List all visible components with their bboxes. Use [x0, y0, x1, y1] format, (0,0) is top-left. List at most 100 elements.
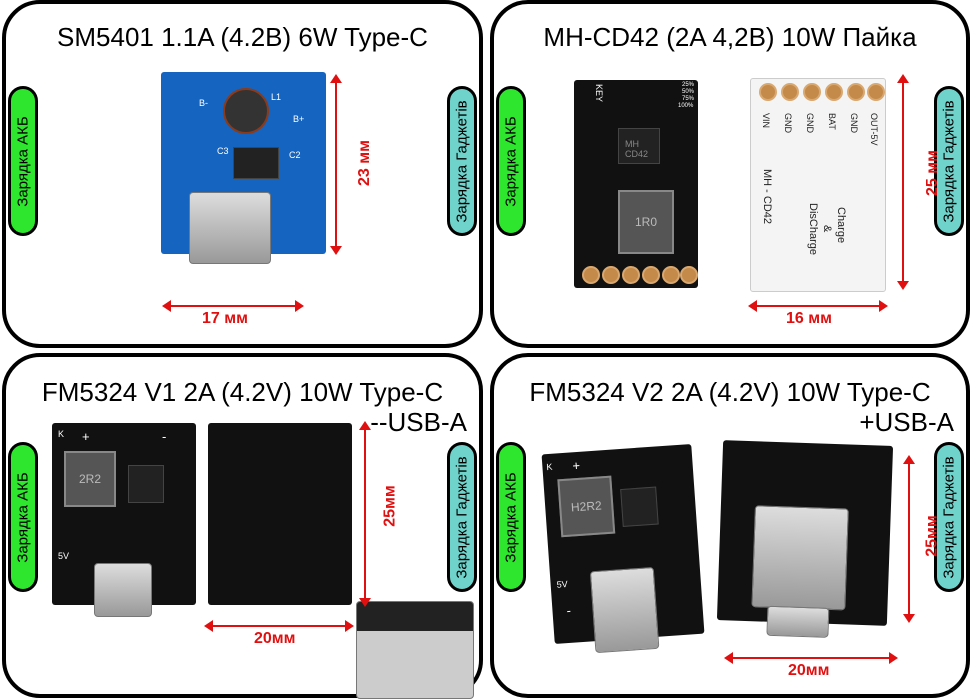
- pcb-image: B- B+ L1 C2 C3: [161, 72, 326, 264]
- solder-pad: [825, 83, 843, 101]
- battery-charging-badge: Зарядка АКБ: [8, 86, 38, 236]
- badge-label: Зарядка Гаджетів: [453, 455, 471, 579]
- pcb-label: 50%: [682, 89, 695, 95]
- panel-subtitle: +USB-A: [859, 407, 954, 437]
- pcb-label: -: [565, 602, 572, 619]
- pcb-back-image: [716, 440, 894, 638]
- height-dimension: 25мм: [923, 515, 941, 557]
- badge-label: Зарядка АКБ: [502, 115, 520, 207]
- pcb-front-image: H2R2 K + - 5V: [541, 443, 705, 654]
- panel-fm5324-v2: FM5324 V2 2A (4.2V) 10W Type-C +USB-A За…: [490, 353, 970, 698]
- usb-c-connector: [94, 563, 152, 617]
- pcb-label: +: [82, 429, 90, 444]
- pcb-label: KEY: [594, 84, 604, 103]
- panel-title: FM5324 V2 2A (4.2V) 10W Type-C: [529, 377, 931, 407]
- inductor: 1R0: [618, 190, 674, 254]
- board-text: DisCharge: [807, 203, 819, 255]
- ic-chip: [620, 486, 659, 527]
- pcb-label: C2: [289, 150, 301, 160]
- width-arrow: [724, 652, 898, 664]
- pcb-front-image: 2R2 K + - 5V: [52, 423, 196, 617]
- inductor: [223, 88, 269, 134]
- pcb-label: 5V: [556, 578, 569, 590]
- width-dimension: 17 мм: [202, 310, 248, 327]
- height-dimension: 25мм: [381, 485, 399, 527]
- panel-sm5401: SM5401 1.1A (4.2В) 6W Type-C Зарядка АКБ…: [2, 0, 483, 348]
- solder-pad: [622, 266, 640, 284]
- width-arrow: [204, 620, 354, 632]
- pcb-label: 25%: [682, 82, 695, 88]
- height-arrow: [897, 74, 909, 290]
- pin-label: OUT-5V: [869, 113, 879, 146]
- badge-label: Зарядка Гаджетів: [940, 99, 958, 223]
- pcb-label: 5V: [58, 551, 70, 561]
- height-dimension: 23 мм: [355, 140, 373, 186]
- board-text: Charge: [835, 207, 847, 244]
- height-arrow: [330, 74, 342, 255]
- gadget-charging-badge: Зарядка Гаджетів: [934, 442, 964, 592]
- badge-label: Зарядка АКБ: [502, 471, 520, 563]
- panel-title: FM5324 V1 2A (4.2V) 10W Type-C: [41, 377, 444, 407]
- battery-charging-badge: Зарядка АКБ: [496, 86, 526, 236]
- usb-a-connector: [751, 505, 849, 611]
- pcb-back-image: [208, 423, 352, 605]
- pin-label: GND: [849, 113, 859, 133]
- solder-pad: [867, 83, 885, 101]
- panel-title: MH-CD42 (2A 4,2В) 10W Пайка: [543, 22, 917, 52]
- battery-charging-badge: Зарядка АКБ: [8, 442, 38, 592]
- gadget-charging-badge: Зарядка Гаджетів: [447, 442, 477, 592]
- pcb-label: L1: [271, 92, 282, 102]
- pcb-label: K: [58, 429, 65, 439]
- pin-label: VIN: [761, 113, 771, 129]
- width-dimension: 20мм: [788, 662, 830, 679]
- solder-pad: [803, 83, 821, 101]
- ic-chip: MH CD42: [618, 128, 660, 164]
- pin-label: GND: [805, 113, 815, 133]
- badge-label: Зарядка АКБ: [14, 471, 32, 563]
- battery-charging-badge: Зарядка АКБ: [496, 442, 526, 592]
- gadget-charging-badge: Зарядка Гаджетів: [934, 86, 964, 236]
- solder-pad: [781, 83, 799, 101]
- solder-pad: [642, 266, 660, 284]
- height-arrow: [903, 455, 915, 623]
- width-dimension: 20мм: [254, 630, 296, 647]
- width-arrow: [748, 300, 888, 312]
- width-arrow: [162, 300, 304, 312]
- panel-subtitle: --USB-A: [370, 407, 467, 437]
- height-arrow: [359, 421, 371, 607]
- usb-a-connector: [356, 601, 474, 699]
- pcb-label: +: [571, 457, 581, 474]
- pin-label: BAT: [827, 113, 837, 130]
- pcb-label: B+: [293, 114, 305, 124]
- solder-pad: [847, 83, 865, 101]
- ic-chip: [128, 465, 164, 503]
- pin-label: GND: [783, 113, 793, 133]
- height-dimension: 25 мм: [923, 150, 941, 196]
- panel-mh-cd42: MH-CD42 (2A 4,2В) 10W Пайка Зарядка АКБ …: [490, 0, 970, 348]
- solder-pad: [582, 266, 600, 284]
- gadget-charging-badge: Зарядка Гаджетів: [447, 86, 477, 236]
- badge-label: Зарядка Гаджетів: [940, 455, 958, 579]
- solder-pad: [680, 266, 698, 284]
- usb-c-connector: [766, 605, 830, 638]
- inductor: 2R2: [64, 451, 116, 507]
- usb-c-connector: [189, 192, 271, 264]
- panel-title: SM5401 1.1A (4.2В) 6W Type-C: [57, 22, 428, 52]
- badge-label: Зарядка Гаджетів: [453, 99, 471, 223]
- pcb-label: -: [162, 429, 167, 444]
- solder-pad: [759, 83, 777, 101]
- board-text: MH - CD42: [761, 169, 773, 225]
- badge-label: Зарядка АКБ: [14, 115, 32, 207]
- board-text: &: [821, 225, 833, 233]
- solder-pad: [602, 266, 620, 284]
- pcb-label: C3: [217, 146, 229, 156]
- pcb-front-image: KEY 25% 50% 75% 100% MH CD42 1R0: [574, 80, 698, 288]
- pcb-label: B-: [199, 98, 208, 108]
- pcb-label: 75%: [682, 96, 695, 102]
- panel-fm5324-v1: FM5324 V1 2A (4.2V) 10W Type-C --USB-A З…: [2, 353, 483, 699]
- width-dimension: 16 мм: [786, 310, 832, 327]
- pcb-label: K: [546, 461, 553, 473]
- inductor: H2R2: [557, 475, 616, 538]
- solder-pad: [662, 266, 680, 284]
- pcb-back-image: VIN GND GND BAT GND OUT-5V MH - CD42 Cha…: [750, 78, 886, 292]
